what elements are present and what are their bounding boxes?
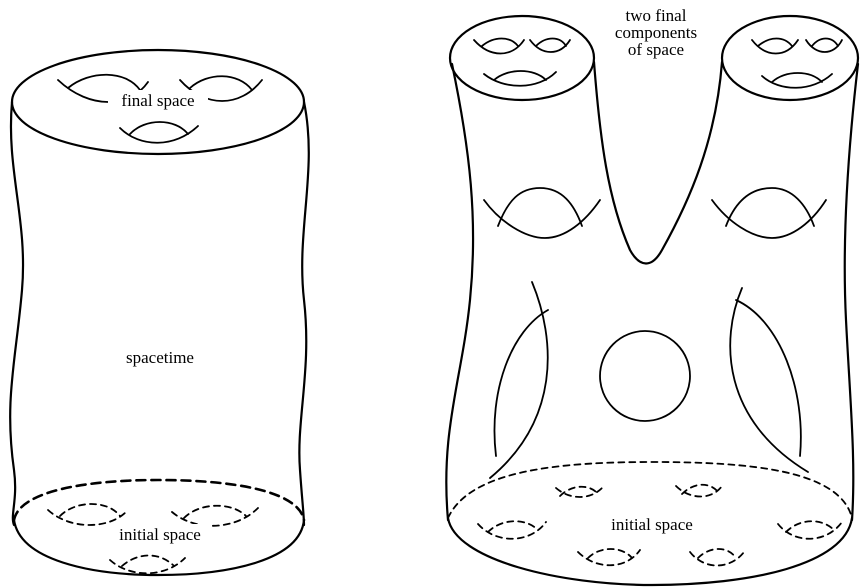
dashed-handle-arc [676, 486, 722, 497]
leg-handle-right-inner [726, 188, 814, 226]
dashed-handle-arc [184, 506, 246, 518]
side-handle-right-inner [736, 300, 801, 456]
handle-arc [68, 75, 140, 90]
initial-space-label-right: initial space [611, 515, 693, 534]
dashed-handle-arc [488, 521, 538, 532]
handle-arc [190, 76, 252, 90]
handle-arc [758, 39, 792, 47]
central-hole [600, 331, 690, 421]
side-handle-right-outer [730, 288, 808, 472]
handle-arc [752, 40, 798, 54]
dashed-handle-arc [122, 556, 174, 567]
handle-arc [120, 126, 198, 143]
initial-space-back-edge [14, 480, 304, 520]
left-cylinder-wall-right [299, 102, 308, 525]
dashed-handle-arc [478, 522, 546, 539]
handle-arc [482, 39, 518, 47]
trousers-crotch [594, 62, 722, 264]
initial-space-label-left: initial space [119, 525, 201, 544]
handle-arc [772, 73, 822, 82]
spacetime-label: spacetime [126, 348, 194, 367]
handle-arc [812, 39, 838, 47]
initial-space-back-edge-right [448, 462, 852, 518]
dashed-handle-arc [786, 521, 834, 532]
handle-arc [494, 71, 546, 80]
dashed-handle-arc [588, 549, 632, 558]
handle-arc [536, 39, 566, 47]
dashed-handle-arc [60, 504, 120, 516]
two-final-label-line3: of space [628, 40, 684, 59]
trousers-wall-right [845, 64, 858, 520]
left-cylinder-wall-left [10, 102, 23, 525]
final-space-label: final space [121, 91, 194, 110]
handle-arc [130, 122, 188, 134]
final-component-left [450, 16, 594, 100]
trousers-wall-left [446, 64, 473, 520]
side-handle-left-outer [490, 282, 548, 478]
dashed-handle-arc [682, 485, 718, 494]
right-trousers-figure: two final components of space initial sp… [446, 6, 858, 585]
dashed-handle-arc [698, 549, 736, 558]
side-handle-left-inner [494, 310, 548, 456]
handle-arc [474, 40, 524, 54]
leg-handle-left-inner [498, 188, 582, 226]
left-cylinder-figure: final space spacetime initial space [10, 50, 309, 575]
